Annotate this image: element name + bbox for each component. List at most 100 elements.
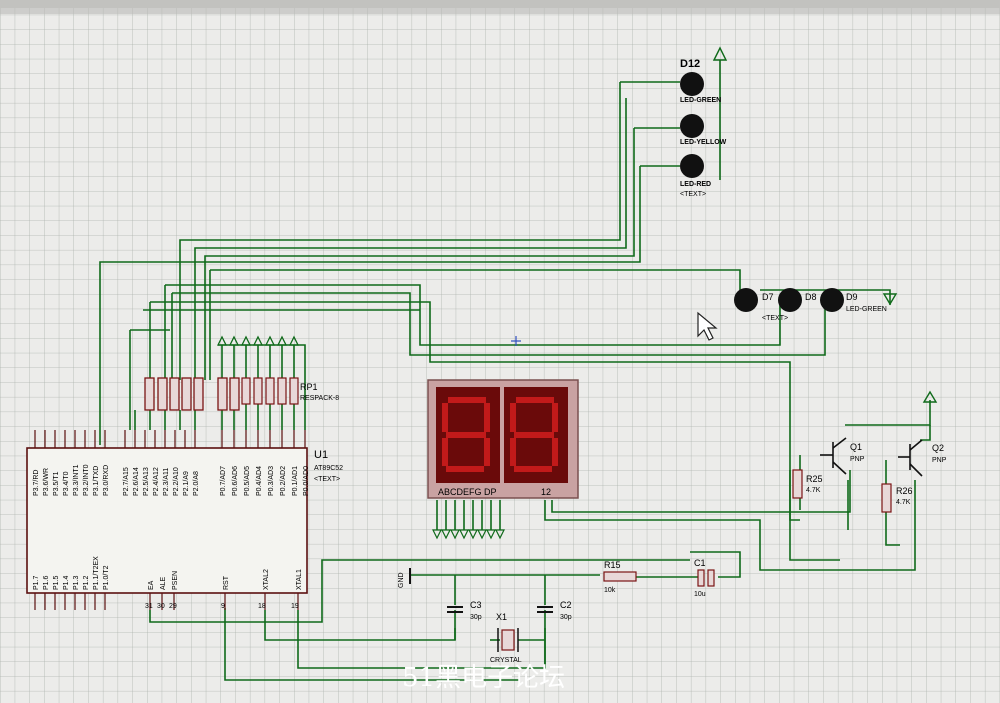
u1-pin-label: P2.5/A13	[143, 467, 150, 496]
c2-value: 30p	[560, 614, 572, 621]
u1-pin-label: P0.6/AD6	[232, 466, 239, 496]
q1-value: PNP	[850, 456, 865, 463]
r15-value: 10k	[604, 587, 616, 594]
watermark-text: 51黑电子论坛	[402, 663, 565, 693]
u1-ref: U1	[314, 449, 328, 461]
q2-ref: Q2	[932, 443, 944, 453]
rp1-respack[interactable]: RP1 RESPACK-8	[216, 335, 339, 405]
resistor-r25[interactable]: R25 4.7K	[792, 469, 823, 499]
u1-pin-label: P2.7/A15	[123, 467, 130, 496]
c2-ref: C2	[560, 600, 572, 610]
wires	[99, 60, 931, 681]
capacitor-c3[interactable]: C3 30p	[447, 600, 482, 621]
cursor-marker-icon	[511, 336, 521, 346]
display-com-label: 12	[541, 487, 551, 497]
u1-pin-label: P1.2	[83, 575, 90, 590]
u1-pin-label: P0.3/AD3	[268, 466, 275, 496]
u1-pin-label: P2.6/A14	[133, 467, 140, 496]
led-d7-ref: D7	[762, 292, 774, 302]
u1-pin-label: XTAL1	[296, 569, 303, 590]
u1-pin-label: P2.4/A12	[153, 467, 160, 496]
u1-microcontroller[interactable]: U1 AT89C52 <TEXT> P3.7/RD P3.6/WR P3.5/T…	[26, 430, 343, 610]
u1-pin-number: 31	[145, 603, 153, 610]
u1-pin-label: P3.3/INT1	[73, 464, 80, 496]
x1-value: CRYSTAL	[490, 657, 522, 664]
rp1-ref: RP1	[300, 382, 318, 392]
u1-pin-label: P1.6	[43, 575, 50, 590]
mouse-pointer-icon	[697, 311, 718, 341]
u1-value: AT89C52	[314, 465, 343, 472]
capacitor-c1[interactable]: C1 10u	[694, 558, 715, 598]
u1-pin-label: P1.7	[33, 575, 40, 590]
led-d11-value: LED-YELLOW	[680, 139, 727, 146]
right-led-row[interactable]: D7 D8 D9 LED-GREEN <TEXT>	[734, 288, 898, 322]
c3-value: 30p	[470, 614, 482, 621]
x1-ref: X1	[496, 612, 507, 622]
u1-pin-label: P0.1/AD1	[292, 466, 299, 496]
seven-segment-display[interactable]: ABCDEFG DP 12	[427, 379, 579, 540]
u1-pin-number: 18	[258, 603, 266, 610]
r25-value: 4.7K	[806, 487, 821, 494]
led-text-placeholder: <TEXT>	[680, 191, 706, 198]
digit-1-segments	[442, 397, 490, 472]
led-resistor-array[interactable]	[144, 377, 240, 411]
c1-ref: C1	[694, 558, 706, 568]
u1-pin-number: 30	[157, 603, 165, 610]
u1-pin-label: P3.1/TXD	[93, 466, 100, 496]
u1-pin-label: P2.1/A9	[183, 471, 190, 496]
r26-value: 4.7K	[896, 499, 911, 506]
u1-pin-label: P0.5/AD5	[244, 466, 251, 496]
u1-pin-label: P3.2/INT0	[83, 464, 90, 496]
resistor-r26[interactable]: R26 4.7K	[881, 483, 913, 513]
transistor-q2[interactable]	[898, 439, 923, 477]
u1-pin-label: P3.7/RD	[33, 470, 40, 496]
u1-pin-label: P0.7/AD7	[220, 466, 227, 496]
rp1-value: RESPACK-8	[300, 395, 339, 402]
u1-pin-label: P3.5/T1	[53, 471, 60, 496]
crystal-x1[interactable]: X1 CRYSTAL	[490, 612, 522, 664]
transistor-q1[interactable]	[820, 437, 847, 475]
u1-pin-number: 29	[169, 603, 177, 610]
gnd-label: GND	[398, 572, 405, 588]
u1-pin-label: P1.1/T2EX	[93, 556, 100, 590]
u1-pin-label: P2.3/A11	[163, 468, 170, 496]
u1-pin-label: P2.0/A8	[193, 471, 200, 496]
u1-pin-number: 19	[291, 603, 299, 610]
u1-pin-label: P1.0/T2	[103, 565, 110, 590]
resistor-r15[interactable]: R15 10k	[603, 560, 637, 594]
r25-ref: R25	[806, 474, 823, 484]
gnd-symbol: GND	[398, 568, 411, 588]
led-d12-ref: D12	[680, 58, 700, 70]
q2-value: PNP	[932, 457, 947, 464]
digit-2-segments	[510, 397, 558, 472]
c1-value: 10u	[694, 591, 706, 598]
u1-pin-number: 9	[221, 603, 225, 610]
u1-pin-label: P0.2/AD2	[280, 466, 287, 496]
u1-pin-label: ALE	[160, 576, 167, 590]
led-d9-ref: D9	[846, 292, 858, 302]
u1-pin-label: EA	[148, 580, 155, 590]
u1-pin-label: P0.4/AD4	[256, 466, 263, 496]
u1-pin-label: P1.3	[73, 575, 80, 590]
capacitor-c2[interactable]: C2 30p	[537, 600, 572, 621]
top-led-cluster[interactable]: D12 LED-GREEN LED-YELLOW LED-RED <TEXT>	[680, 46, 728, 198]
led-d10-value: LED-RED	[680, 181, 711, 188]
u1-pin-label: PSEN	[172, 571, 179, 590]
vcc-arrow-icon	[922, 390, 938, 403]
r26-ref: R26	[896, 486, 913, 496]
r15-ref: R15	[604, 560, 621, 570]
led-d12-value: LED-GREEN	[680, 97, 721, 104]
u1-pin-label: P1.5	[53, 575, 60, 590]
c3-ref: C3	[470, 600, 482, 610]
u1-text-placeholder: <TEXT>	[314, 476, 340, 483]
u1-pin-label: XTAL2	[263, 569, 270, 590]
led-d8-ref: D8	[805, 292, 817, 302]
u1-pin-label: P3.4/T0	[63, 471, 70, 496]
u1-pin-label: P3.6/WR	[43, 468, 50, 496]
u1-pin-label: RST	[223, 575, 230, 590]
led-d9-value: LED-GREEN	[846, 306, 887, 313]
u1-pin-label: P2.2/A10	[173, 467, 180, 496]
display-seg-label: ABCDEFG DP	[438, 487, 497, 497]
u1-pin-label: P3.0/RXD	[103, 465, 110, 496]
